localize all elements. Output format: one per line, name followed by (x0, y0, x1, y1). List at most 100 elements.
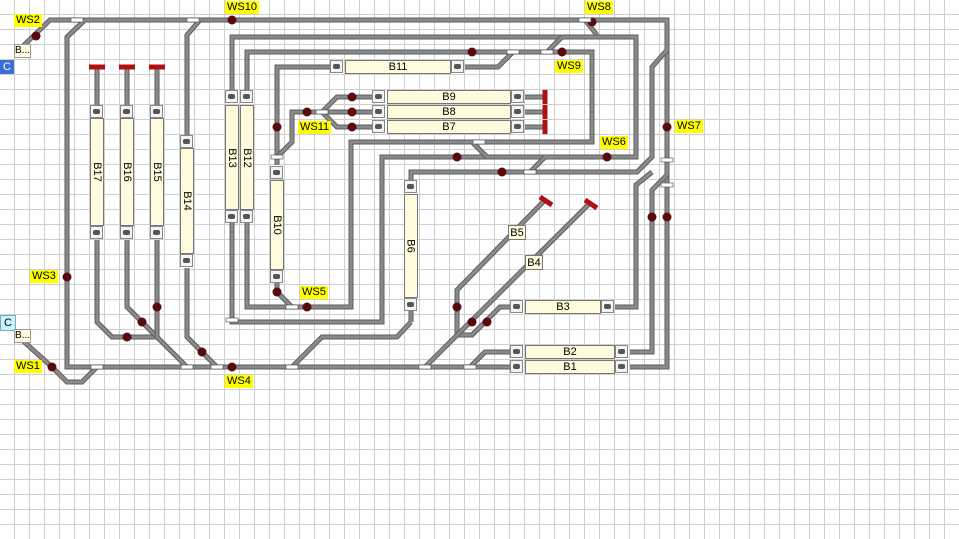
block-signal-icon[interactable] (330, 60, 343, 73)
block-b8[interactable]: B8 (387, 105, 511, 119)
block-signal-icon[interactable] (180, 135, 193, 148)
signal-dot[interactable] (197, 347, 207, 357)
block-signal-icon[interactable] (372, 120, 385, 133)
switch-icon[interactable] (225, 317, 239, 323)
block-b5[interactable]: B5 (508, 225, 526, 240)
signal-dot[interactable] (272, 287, 282, 297)
block-signal-icon[interactable] (225, 210, 238, 223)
block-signal-icon[interactable] (225, 90, 238, 103)
station-label-ws8[interactable]: WS8 (585, 1, 613, 14)
switch-icon[interactable] (70, 17, 84, 23)
block-b6[interactable]: B6 (404, 194, 418, 298)
block-b16[interactable]: B16 (120, 118, 134, 226)
block-signal-icon[interactable] (150, 105, 163, 118)
connector-block-bottom[interactable]: B... (14, 329, 31, 343)
block-signal-icon[interactable] (510, 360, 523, 373)
block-signal-icon[interactable] (120, 105, 133, 118)
signal-dot[interactable] (602, 152, 612, 162)
block-b14[interactable]: B14 (180, 148, 194, 254)
signal-dot[interactable] (62, 272, 72, 282)
station-label-ws5[interactable]: WS5 (300, 286, 328, 299)
block-signal-icon[interactable] (615, 345, 628, 358)
switch-icon[interactable] (285, 364, 299, 370)
station-label-ws6[interactable]: WS6 (600, 136, 628, 149)
block-b3[interactable]: B3 (525, 300, 601, 314)
block-b13[interactable]: B13 (225, 105, 239, 210)
signal-dot[interactable] (647, 212, 657, 222)
signal-dot[interactable] (467, 317, 477, 327)
signal-dot[interactable] (227, 362, 237, 372)
block-signal-icon[interactable] (511, 120, 524, 133)
switch-icon[interactable] (186, 17, 200, 23)
block-b11[interactable]: B11 (345, 60, 451, 74)
connector-c-top[interactable]: C (0, 60, 14, 74)
block-b4[interactable]: B4 (525, 255, 543, 270)
signal-dot[interactable] (497, 167, 507, 177)
block-b10[interactable]: B10 (270, 180, 284, 270)
block-signal-icon[interactable] (404, 180, 417, 193)
switch-icon[interactable] (506, 49, 520, 55)
station-label-ws2[interactable]: WS2 (14, 14, 42, 27)
station-label-ws4[interactable]: WS4 (225, 375, 253, 388)
block-signal-icon[interactable] (90, 226, 103, 239)
block-signal-icon[interactable] (372, 105, 385, 118)
switch-icon[interactable] (90, 364, 104, 370)
switch-icon[interactable] (540, 49, 554, 55)
signal-dot[interactable] (482, 317, 492, 327)
signal-dot[interactable] (122, 332, 132, 342)
block-signal-icon[interactable] (90, 105, 103, 118)
switch-icon[interactable] (660, 182, 674, 188)
signal-dot[interactable] (557, 47, 567, 57)
signal-dot[interactable] (347, 122, 357, 132)
switch-icon[interactable] (210, 364, 224, 370)
switch-icon[interactable] (315, 109, 329, 115)
block-b12[interactable]: B12 (240, 105, 254, 210)
connector-c-bottom[interactable]: C (0, 315, 16, 331)
block-b7[interactable]: B7 (387, 120, 511, 134)
block-signal-icon[interactable] (270, 166, 283, 179)
block-signal-icon[interactable] (511, 105, 524, 118)
signal-dot[interactable] (152, 302, 162, 312)
block-b15[interactable]: B15 (150, 118, 164, 226)
switch-icon[interactable] (463, 364, 477, 370)
switch-icon[interactable] (418, 364, 432, 370)
signal-dot[interactable] (452, 152, 462, 162)
station-label-ws10[interactable]: WS10 (225, 1, 259, 14)
signal-dot[interactable] (347, 107, 357, 117)
signal-dot[interactable] (302, 302, 312, 312)
signal-dot[interactable] (452, 302, 462, 312)
switch-icon[interactable] (285, 304, 299, 310)
station-label-ws3[interactable]: WS3 (30, 270, 58, 283)
station-label-ws7[interactable]: WS7 (675, 120, 703, 133)
station-label-ws11[interactable]: WS11 (298, 121, 332, 134)
block-signal-icon[interactable] (240, 210, 253, 223)
signal-dot[interactable] (467, 47, 477, 57)
signal-dot[interactable] (662, 212, 672, 222)
block-signal-icon[interactable] (240, 90, 253, 103)
block-signal-icon[interactable] (511, 90, 524, 103)
connector-block-top[interactable]: B... (14, 44, 31, 58)
switch-icon[interactable] (578, 17, 592, 23)
signal-dot[interactable] (137, 317, 147, 327)
switch-icon[interactable] (660, 157, 674, 163)
block-signal-icon[interactable] (120, 226, 133, 239)
block-b1[interactable]: B1 (525, 360, 615, 374)
block-signal-icon[interactable] (404, 298, 417, 311)
station-label-ws9[interactable]: WS9 (555, 60, 583, 73)
block-signal-icon[interactable] (150, 226, 163, 239)
block-signal-icon[interactable] (180, 254, 193, 267)
block-b2[interactable]: B2 (525, 345, 615, 359)
block-signal-icon[interactable] (270, 270, 283, 283)
block-signal-icon[interactable] (601, 300, 614, 313)
switch-icon[interactable] (472, 139, 486, 145)
signal-dot[interactable] (227, 15, 237, 25)
block-signal-icon[interactable] (451, 60, 464, 73)
block-signal-icon[interactable] (510, 345, 523, 358)
switch-icon[interactable] (523, 169, 537, 175)
block-signal-icon[interactable] (510, 300, 523, 313)
switch-icon[interactable] (180, 364, 194, 370)
signal-dot[interactable] (302, 107, 312, 117)
block-signal-icon[interactable] (372, 90, 385, 103)
signal-dot[interactable] (662, 122, 672, 132)
signal-dot[interactable] (31, 31, 41, 41)
